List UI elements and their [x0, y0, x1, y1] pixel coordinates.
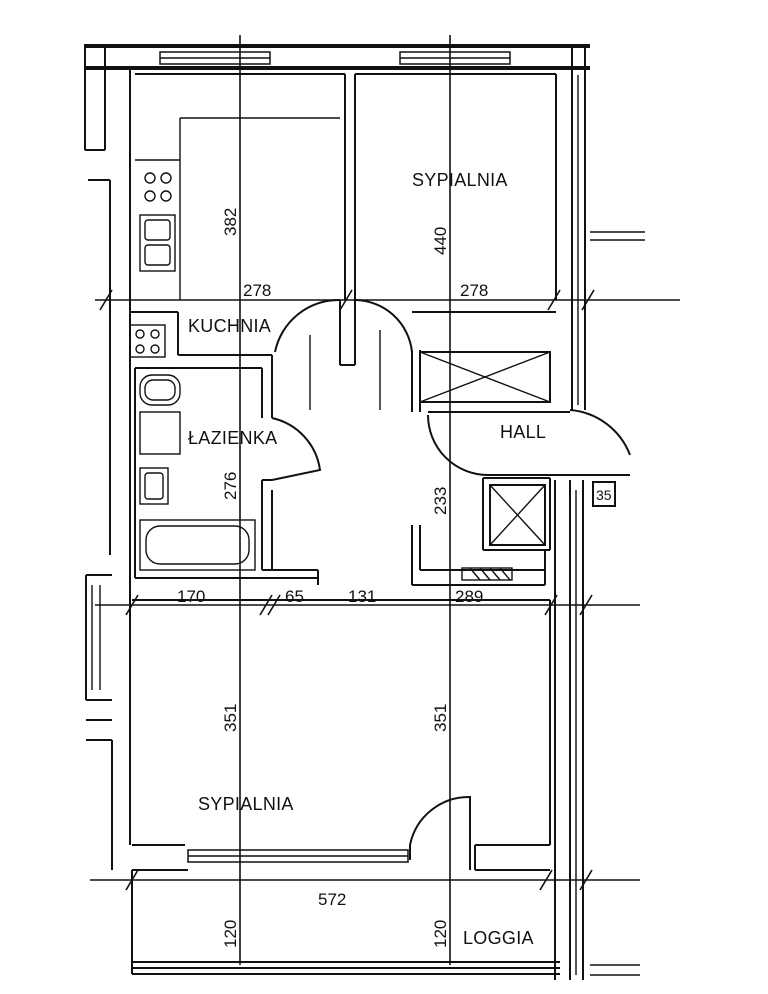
room-label-bedroom-bottom: SYPIALNIA [198, 794, 294, 814]
room-label-kitchen: KUCHNIA [188, 316, 271, 336]
door-swings [271, 298, 631, 870]
dim-bedroom-top-width: 278 [460, 281, 488, 300]
bathroom-fixtures [139, 374, 256, 571]
dim-bedroom-bottom-depth-right: 351 [431, 704, 450, 732]
tag-label: 35 [596, 487, 612, 503]
dim-bathroom-depth: 276 [221, 472, 240, 500]
shafts [419, 351, 551, 581]
dimension-labels: 382 440 278 278 276 233 170 65 131 289 3… [177, 208, 488, 948]
internal-walls [130, 73, 557, 871]
dimension-lines [90, 35, 680, 965]
dim-loggia-depth-right: 120 [431, 920, 450, 948]
room-label-bathroom: ŁAZIENKA [188, 428, 277, 448]
dim-seg-2: 65 [285, 587, 304, 606]
room-label-bedroom-top: SYPIALNIA [412, 170, 508, 190]
dim-seg-4: 289 [455, 587, 483, 606]
dim-seg-1: 170 [177, 587, 205, 606]
dim-hall-depth: 233 [431, 487, 450, 515]
kitchen-fixtures [129, 172, 176, 358]
dim-seg-3: 131 [348, 587, 376, 606]
dim-bedroom-top-depth: 440 [431, 227, 450, 255]
dim-bedroom-bottom-depth-left: 351 [221, 704, 240, 732]
outer-walls [84, 44, 645, 980]
dim-loggia-depth-left: 120 [221, 920, 240, 948]
dim-kitchen-width: 278 [243, 281, 271, 300]
room-label-loggia: LOGGIA [463, 928, 534, 948]
tag-box [592, 481, 616, 507]
dim-kitchen-depth: 382 [221, 208, 240, 236]
room-label-hall: HALL [500, 422, 546, 442]
room-labels: SYPIALNIA KUCHNIA ŁAZIENKA HALL SYPIALNI… [188, 170, 546, 948]
dim-total-width: 572 [318, 890, 346, 909]
